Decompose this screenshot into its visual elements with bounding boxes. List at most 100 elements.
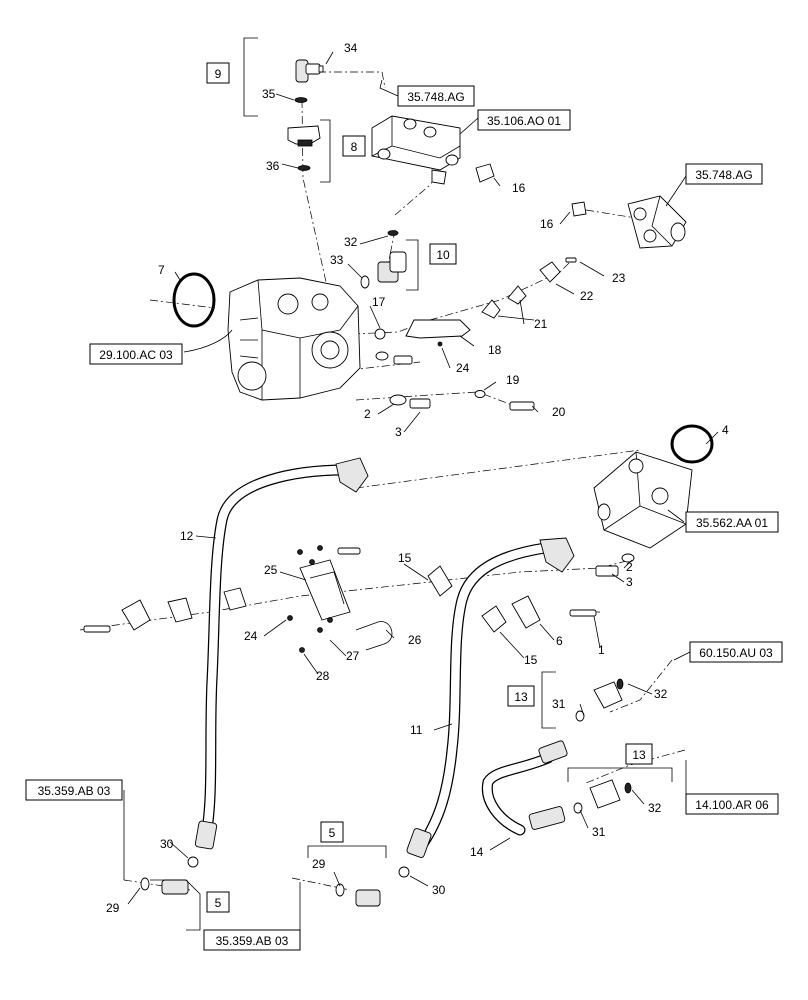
ref-label: 35.106.AO 01 xyxy=(487,114,561,128)
part-fitting-32-33 xyxy=(360,230,407,289)
ref-label: 35.748.AG xyxy=(407,90,464,104)
callout-20: 20 xyxy=(552,405,566,419)
callout-26: 26 xyxy=(408,633,422,647)
ref-box-35-106-ao-01: 35.106.AO 01 xyxy=(477,109,571,131)
ref-box-35-359-ab-03-bottom: 35.359.AB 03 xyxy=(203,929,301,951)
ref-box-29-100-ac-03: 29.100.AC 03 xyxy=(89,343,183,365)
callout-30: 30 xyxy=(432,883,446,897)
ref-label: 60.150.AU 03 xyxy=(699,646,773,660)
callout-29: 29 xyxy=(106,901,120,915)
callout-14: 14 xyxy=(470,845,484,859)
callout-32: 32 xyxy=(344,235,358,249)
center-lines xyxy=(79,71,686,891)
callout-21: 21 xyxy=(534,317,548,331)
part-fitting-16a xyxy=(475,163,495,183)
part-bracket-18 xyxy=(405,319,471,347)
callout-24: 24 xyxy=(244,629,258,643)
ref-label: 14.100.AR 06 xyxy=(695,798,769,812)
part-clamps-left xyxy=(83,587,247,633)
part-o-ring-4 xyxy=(670,424,714,464)
kit-box-label: 10 xyxy=(436,248,450,262)
part-o-ring-35 xyxy=(294,97,308,103)
callout-2: 2 xyxy=(364,407,371,421)
part-u-bolt-26 xyxy=(355,621,393,651)
part-tube-14 xyxy=(481,740,568,836)
callout-29: 29 xyxy=(312,857,326,871)
kit-box-5b: 5 xyxy=(206,891,230,913)
ref-label: 35.562.AA 01 xyxy=(696,516,768,530)
ref-label: 35.359.AB 03 xyxy=(216,934,289,948)
kit-box-13b: 13 xyxy=(625,743,653,765)
callout-11: 11 xyxy=(410,723,423,737)
kit-box-label: 5 xyxy=(329,826,336,840)
kit-box-label: 9 xyxy=(215,67,222,81)
callout-32: 32 xyxy=(654,687,668,701)
callout-3: 3 xyxy=(395,425,402,439)
kit-box-label: 13 xyxy=(632,748,646,762)
part-plug-8 xyxy=(287,125,321,147)
ref-box-60-150-au-03: 60.150.AU 03 xyxy=(689,641,783,663)
callout-2: 2 xyxy=(626,560,633,574)
callout-4: 4 xyxy=(722,423,729,437)
callout-12: 12 xyxy=(180,529,194,543)
leader-lines xyxy=(123,51,719,936)
part-valve-block xyxy=(627,195,687,249)
kit-brackets xyxy=(150,37,673,931)
callout-3: 3 xyxy=(626,575,633,589)
part-o-ring-7 xyxy=(172,272,216,328)
kit-box-13a: 13 xyxy=(507,685,535,707)
ref-label: 35.359.AB 03 xyxy=(38,784,111,798)
kit-box-10: 10 xyxy=(429,243,457,265)
kit-box-label: 5 xyxy=(215,896,222,910)
kit-box-label: 8 xyxy=(351,140,358,154)
callout-25: 25 xyxy=(264,563,278,577)
part-hose-11 xyxy=(406,537,575,858)
callout-31: 31 xyxy=(592,825,606,839)
callout-32: 32 xyxy=(648,801,662,815)
part-adapters-13 xyxy=(573,678,632,814)
callout-27: 27 xyxy=(346,649,360,663)
callout-31: 31 xyxy=(552,697,566,711)
part-control-valve xyxy=(593,451,693,577)
kit-box-8: 8 xyxy=(342,135,366,157)
callout-6: 6 xyxy=(556,634,563,648)
ref-box-35-562-aa-01: 35.562.AA 01 xyxy=(685,511,779,533)
part-manifold-block xyxy=(371,115,461,185)
callout-22: 22 xyxy=(580,289,594,303)
part-number-callouts: 1 2 2 3 3 4 6 7 11 12 14 15 15 16 16 17 … xyxy=(106,41,729,915)
callout-28: 28 xyxy=(316,669,330,683)
part-clamps-15 xyxy=(427,565,597,633)
kit-box-label: 13 xyxy=(514,690,528,704)
part-fitting-16b xyxy=(571,201,587,217)
callout-17: 17 xyxy=(372,295,386,309)
ref-label: 35.748.AG xyxy=(695,168,752,182)
part-washers-bolts-pump xyxy=(374,328,535,411)
part-elbow-fitting-34 xyxy=(295,59,324,83)
callout-33: 33 xyxy=(330,253,344,267)
callout-36: 36 xyxy=(266,159,280,173)
part-hose-12 xyxy=(194,457,369,850)
part-clamps-21-22 xyxy=(481,257,577,319)
kit-box-9: 9 xyxy=(206,62,230,84)
ref-box-35-748-ag-top: 35.748.AG xyxy=(397,85,475,107)
callout-15: 15 xyxy=(524,653,538,667)
part-o-ring-36 xyxy=(297,165,311,171)
part-pump-assembly xyxy=(227,277,361,401)
ref-box-35-359-ab-03-left: 35.359.AB 03 xyxy=(25,779,123,801)
callout-16: 16 xyxy=(512,181,526,195)
ref-label: 29.100.AC 03 xyxy=(99,348,173,362)
callout-24: 24 xyxy=(456,361,470,375)
callout-35: 35 xyxy=(262,87,276,101)
callout-7: 7 xyxy=(158,263,165,277)
ref-box-14-100-ar-06: 14.100.AR 06 xyxy=(685,793,779,815)
part-fittings-bottom xyxy=(140,856,410,907)
callout-15: 15 xyxy=(398,551,412,565)
callout-30: 30 xyxy=(160,837,174,851)
ref-box-35-748-ag-right: 35.748.AG xyxy=(685,163,763,185)
callout-34: 34 xyxy=(344,41,358,55)
kit-box-5a: 5 xyxy=(320,821,344,843)
callout-19: 19 xyxy=(506,373,520,387)
callout-23: 23 xyxy=(612,271,626,285)
part-bracket-25 xyxy=(287,545,361,653)
